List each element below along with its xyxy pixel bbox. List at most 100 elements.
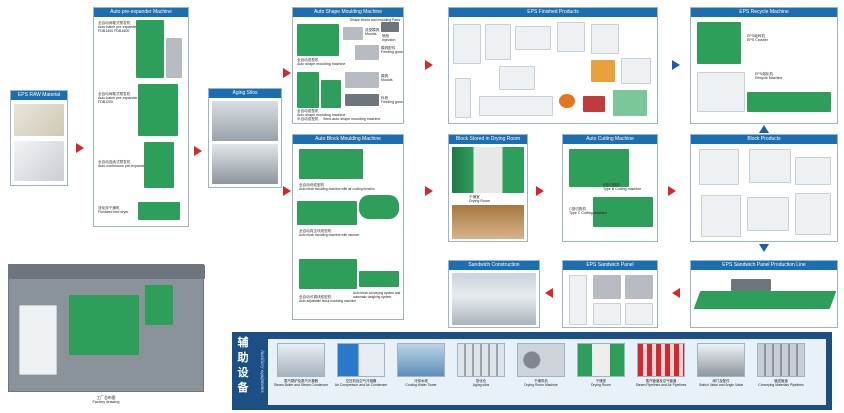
aging-silos-panel: Aging Silos: [208, 88, 282, 188]
block-product-image-4: [701, 195, 741, 237]
raw-material-bag-image: [14, 141, 64, 181]
aux-drying-fans-cn: 干燥风机: [534, 379, 548, 383]
type-c-cutting-cn: C型切割机: [569, 207, 586, 211]
shape-moulding-1-en: Auto shape moulding machine: [297, 62, 346, 66]
pre-expander-title: Auto pre-expander Machine: [94, 8, 188, 17]
factory-drawing-image: [8, 264, 205, 392]
aux-compressor-en: Air Compressor and Air Condenser: [334, 383, 388, 387]
aux-drying-room-cn: 干燥室: [595, 379, 607, 383]
type-c-cutting-image: [593, 197, 653, 227]
semi-auto-moulding-en: Semi-auto shape moulding machine: [323, 117, 381, 121]
sandwich-panel-image-3: [625, 275, 653, 299]
injection-en: Injection: [382, 38, 396, 42]
sandwich-construction-image: [452, 273, 536, 325]
arrow-drying-to-cutting: [536, 186, 544, 196]
aux-drying-fans-en: Drying Room Machine: [524, 383, 558, 387]
block-moulding-machine-3-image: [299, 259, 357, 289]
block-product-image-6: [795, 193, 831, 235]
panel-line-title: EPS Sandwich Panel Production Line: [691, 261, 837, 270]
aux-drying-room-image: [577, 343, 625, 377]
sandwich-panel-image-4: [593, 303, 621, 325]
recycle-machine-cn: EPS熔化机: [755, 72, 773, 76]
product-mannequin-image: [455, 78, 471, 118]
aux-cooling-tower-en: Cooling Water Tower: [405, 383, 437, 387]
block-product-image-5: [747, 197, 789, 231]
recycle-machine-hopper-image: [697, 72, 745, 112]
sandwich-panel-title: EPS Sandwich Panel: [563, 261, 657, 270]
aux-cooling-tower-image: [397, 343, 445, 377]
shape-moulding-panel: Auto Shape Moulding Machine Shape Mould …: [292, 7, 404, 124]
aux-aging-silos-en: Aging silos: [472, 383, 490, 387]
cutting-panel: Auto Cutting Machine B型切割机 Type B Cuttin…: [562, 134, 658, 242]
factory-pre-expander-area: [145, 285, 173, 325]
fluidized-dryer-image: [138, 202, 180, 220]
panel-line-rollers-image: [731, 279, 771, 291]
cutting-title: Auto Cutting Machine: [563, 135, 657, 144]
product-cup-image: [557, 22, 585, 52]
aux-cooling-tower-cn: 冷却水塔: [414, 379, 428, 383]
pre-expander-2-image: [138, 84, 178, 136]
auxiliary-title-en: Auxiliary equipments: [259, 349, 264, 393]
panel-line-panel: EPS Sandwich Panel Production Line: [690, 260, 838, 328]
aux-valves-image: [697, 343, 745, 377]
shape-moulding-machine-1-image: [297, 24, 339, 56]
recycle-machine-image: [747, 92, 831, 112]
aux-compressor-cn: 空压机及空气冷凝器: [345, 379, 377, 383]
shape-moulding-subtitle: Shape Mould and moulding Parts: [349, 18, 401, 22]
drying-room-panel: Block Stored in Drying Room 干燥室 Drying R…: [448, 134, 528, 242]
aux-conveying-pipes-en: Conveying Materials Pipelines: [758, 383, 804, 387]
semi-auto-moulding-image: [321, 80, 341, 108]
aux-aging-silos-cn: 熟化仓: [475, 379, 487, 383]
product-gift-box-image: [583, 96, 605, 112]
block-moulding-title: Auto Block Moulding Machine: [293, 135, 403, 144]
finished-products-title: EPS Finished Products: [449, 8, 657, 17]
product-tray-image: [453, 24, 481, 64]
pre-expander-2-en: Auto batch pre-expander: [98, 96, 138, 100]
moulds-2-cn: 模具: [381, 74, 389, 78]
aux-drying-fans-image: [517, 343, 565, 377]
aux-valves-cn: 阀门及配件: [712, 379, 730, 383]
block-product-image-1: [699, 149, 739, 185]
raw-material-title: EPS RAW Material: [11, 91, 67, 100]
recycle-panel: EPS Recycle Machine EPS破碎机 EPS Crusher E…: [690, 7, 838, 124]
block-product-image-2: [749, 149, 791, 183]
pre-expander-1-cn: 全自动间歇式预发机: [98, 21, 131, 25]
injection-cn: 喷枪: [382, 34, 390, 38]
block-conveying-image: [359, 271, 399, 287]
pre-expander-2-model: FDB1200: [98, 100, 114, 104]
finished-products-panel: EPS Finished Products: [448, 7, 658, 124]
shape-moulds-image: [343, 27, 363, 40]
fluidized-dryer-en: Fluidized bed dryer: [98, 210, 129, 214]
recycle-machine-en: Recycle Machine: [755, 76, 783, 80]
aging-silos-title: Aging Silos: [209, 89, 281, 98]
product-fish-box-image: [613, 90, 647, 116]
pre-expander-3-cn: 全自动连续式预发机: [98, 160, 131, 164]
aux-drying-room-en: Drying Room: [591, 383, 611, 387]
moulds-image-2: [345, 72, 379, 88]
shape-moulding-1-cn: 全自动成型机: [297, 58, 319, 62]
type-b-cutting-cn: B型切割机: [603, 183, 620, 187]
sandwich-panel-panel: EPS Sandwich Panel: [562, 260, 658, 328]
pre-expander-1-en: Auto batch pre-expander: [98, 25, 138, 29]
block-moulding-1-en: Auto block moulding machine with air coo…: [299, 187, 375, 191]
block-moulding-machine-2-image: [297, 201, 357, 225]
factory-caption: 工厂总布图 Factory drawing: [8, 396, 204, 405]
fluidized-dryer-cn: 流化床干燥机: [98, 206, 120, 210]
auxiliary-title-cn: 辅助设备: [236, 336, 250, 396]
shape-moulds-en: Moulds: [365, 32, 377, 36]
drying-room-image-2: [452, 205, 524, 239]
aux-boiler-en: Steam Boiler and Steam Condenser: [273, 383, 329, 387]
feeding-guns-image-1: [355, 45, 379, 60]
feeding-guns-1-cn: 模具配件: [381, 46, 396, 50]
sandwich-panel-image-5: [625, 303, 653, 325]
product-fruit-box-image: [591, 60, 615, 82]
arrow-blocks-to-panel-line: [759, 244, 769, 252]
